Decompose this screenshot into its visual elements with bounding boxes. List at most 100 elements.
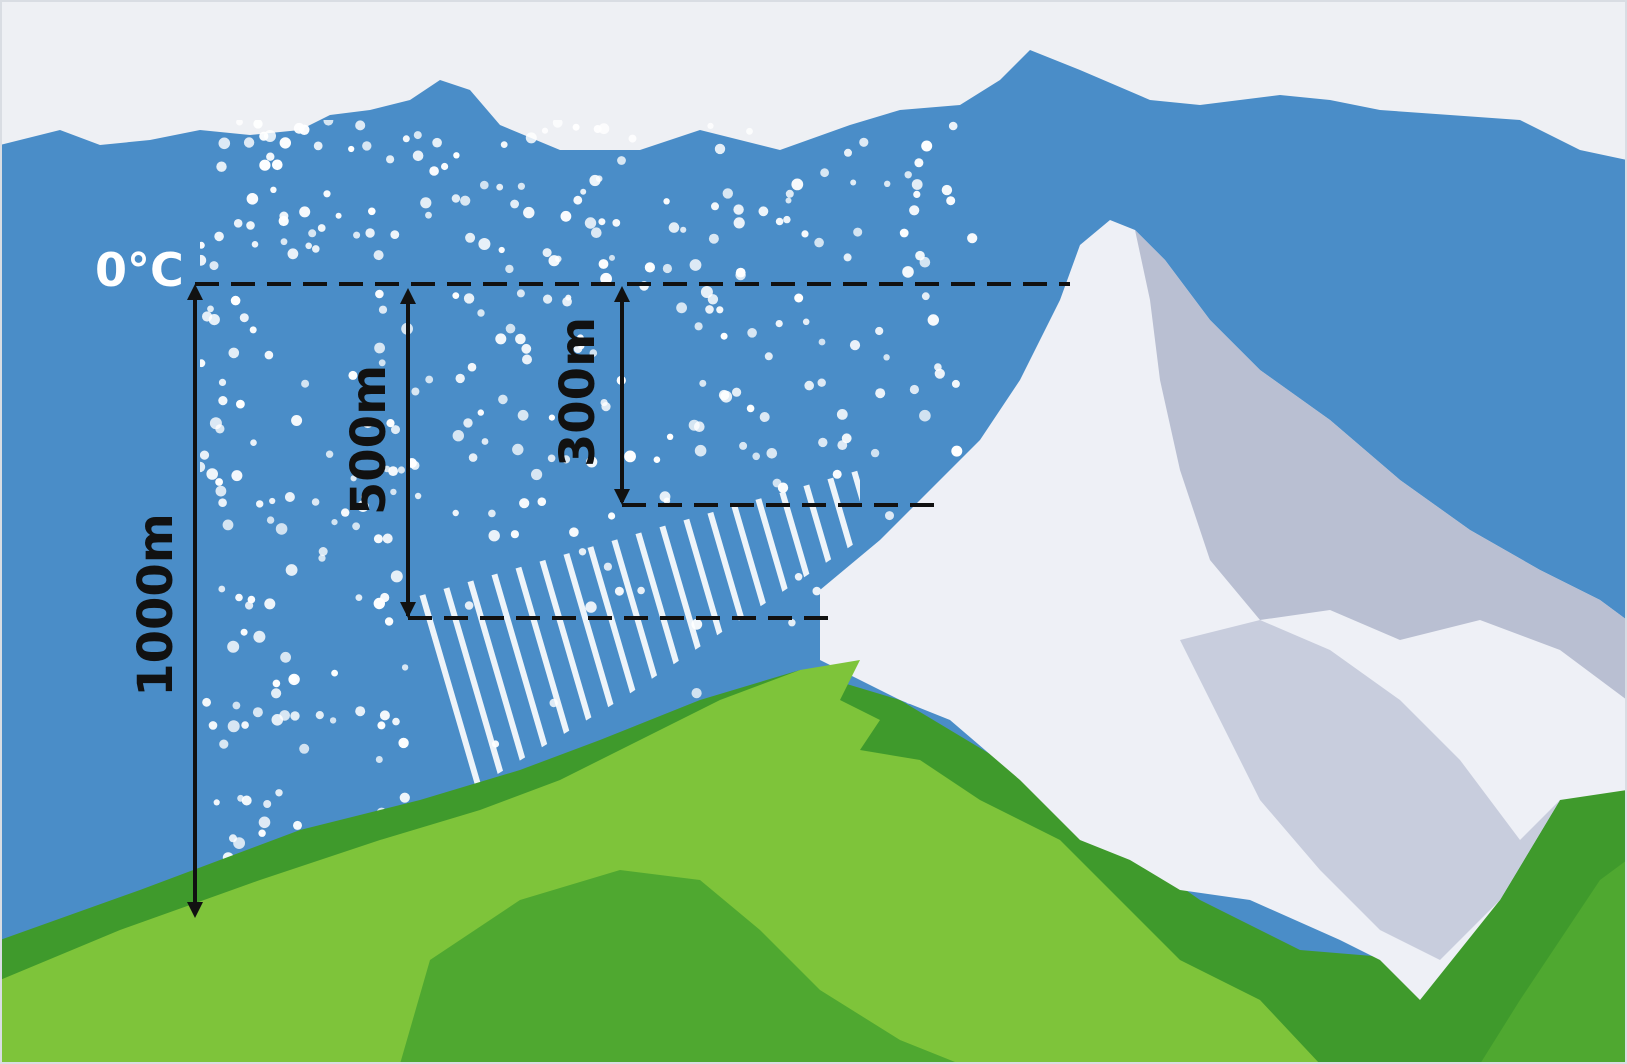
snowflake-dot (488, 510, 496, 518)
snowflake-dot (850, 340, 860, 350)
snowflake-dot (902, 266, 914, 278)
snowflake-dot (463, 418, 472, 427)
snowflake-dot (721, 333, 728, 340)
snowflake-dot (215, 478, 223, 486)
snowflake-dot (280, 652, 291, 663)
snowflake-dot (910, 385, 919, 394)
snowflake-dot (701, 286, 713, 298)
snowflake-dot (305, 243, 312, 250)
snowflake-dot (271, 688, 281, 698)
snowflake-dot (244, 137, 254, 147)
snowflake-dot (747, 405, 755, 413)
snowflake-dot (316, 711, 324, 719)
snowflake-dot (356, 594, 363, 601)
snowflake-dot (526, 132, 537, 143)
snowflake-dot (392, 718, 400, 726)
snowflake-dot (429, 166, 439, 176)
snowflake-dot (844, 253, 852, 261)
snowflake-dot (223, 520, 234, 531)
snowflake-dot (794, 294, 803, 303)
snowflake-dot (288, 248, 299, 259)
snowflake-dot (739, 442, 747, 450)
snowflake-dot (905, 171, 912, 178)
snowflake-dot (599, 123, 610, 134)
snowflake-dot (654, 456, 661, 463)
snowflake-dot (791, 179, 803, 191)
snowflake-dot (498, 395, 508, 405)
snowflake-dot (280, 137, 291, 148)
snowflake-dot (228, 720, 240, 732)
snowflake-dot (330, 717, 336, 723)
snowflake-dot (598, 218, 605, 225)
snowflake-dot (266, 153, 274, 161)
snowflake-dot (276, 523, 288, 535)
snowflake-dot (331, 670, 338, 677)
snowflake-dot (374, 250, 384, 260)
snowflake-dot (565, 295, 571, 301)
snowflake-dot (645, 262, 655, 272)
snowflake-dot (202, 311, 212, 321)
snowflake-dot (465, 233, 475, 243)
snowflake-dot (453, 510, 459, 516)
snowflake-dot (612, 219, 620, 227)
snowflake-dot (922, 292, 930, 300)
snowflake-dot (885, 511, 894, 520)
snowflake-dot (518, 183, 525, 190)
snowflake-dot (425, 376, 433, 384)
snowflake-dot (258, 830, 265, 837)
snowflake-dot (489, 530, 500, 541)
snowflake-dot (561, 211, 572, 222)
snowflake-dot (269, 498, 275, 504)
snowflake-dot (236, 400, 245, 409)
snowflake-dot (390, 230, 399, 239)
snowflake-dot (833, 470, 842, 479)
snowflake-dot (942, 185, 952, 195)
snowflake-dot (460, 196, 470, 206)
snowflake-dot (699, 380, 706, 387)
snowflake-dot (736, 268, 746, 278)
snowflake-dot (214, 799, 220, 805)
snowflake-dot (355, 706, 365, 716)
snowflake-dot (456, 374, 465, 383)
snowflake-dot (510, 200, 519, 209)
snowflake-dot (921, 141, 932, 152)
snowflake-dot (573, 196, 582, 205)
snowflake-dot (477, 309, 484, 316)
snowflake-dot (480, 181, 489, 190)
snowflake-dot (915, 251, 925, 261)
snowflake-dot (776, 320, 783, 327)
distance-label-500: 500m (341, 365, 397, 515)
snowflake-dot (585, 601, 596, 612)
snowflake-dot (495, 333, 506, 344)
snowflake-dot (732, 388, 741, 397)
snowflake-dot (818, 379, 826, 387)
snowflake-dot (441, 163, 448, 170)
snowflake-dot (523, 207, 534, 218)
snowflake-dot (252, 241, 259, 248)
snowflake-dot (452, 292, 459, 299)
snowflake-dot (273, 680, 281, 688)
snowflake-dot (299, 744, 309, 754)
snowflake-dot (391, 570, 403, 582)
snowflake-dot (778, 483, 788, 493)
snowflake-dot (844, 149, 852, 157)
snowflake-dot (377, 721, 385, 729)
snowflake-dot (385, 617, 393, 625)
snowflake-dot (951, 446, 962, 457)
snowflake-dot (250, 439, 257, 446)
snowflake-dot (256, 500, 263, 507)
snowflake-dot (219, 379, 226, 386)
snowflake-dot (900, 229, 909, 238)
snowflake-dot (319, 547, 328, 556)
snowflake-dot (690, 259, 702, 271)
snowflake-dot (469, 453, 478, 462)
snowflake-dot (425, 212, 432, 219)
snowflake-dot (599, 259, 609, 269)
snowflake-dot (667, 434, 673, 440)
snowflake-dot (579, 548, 586, 555)
snowflake-dot (380, 710, 390, 720)
snowflake-dot (379, 306, 387, 314)
snowflake-dot (734, 217, 745, 228)
snowflake-dot (231, 296, 241, 306)
snowflake-dot (253, 119, 262, 128)
